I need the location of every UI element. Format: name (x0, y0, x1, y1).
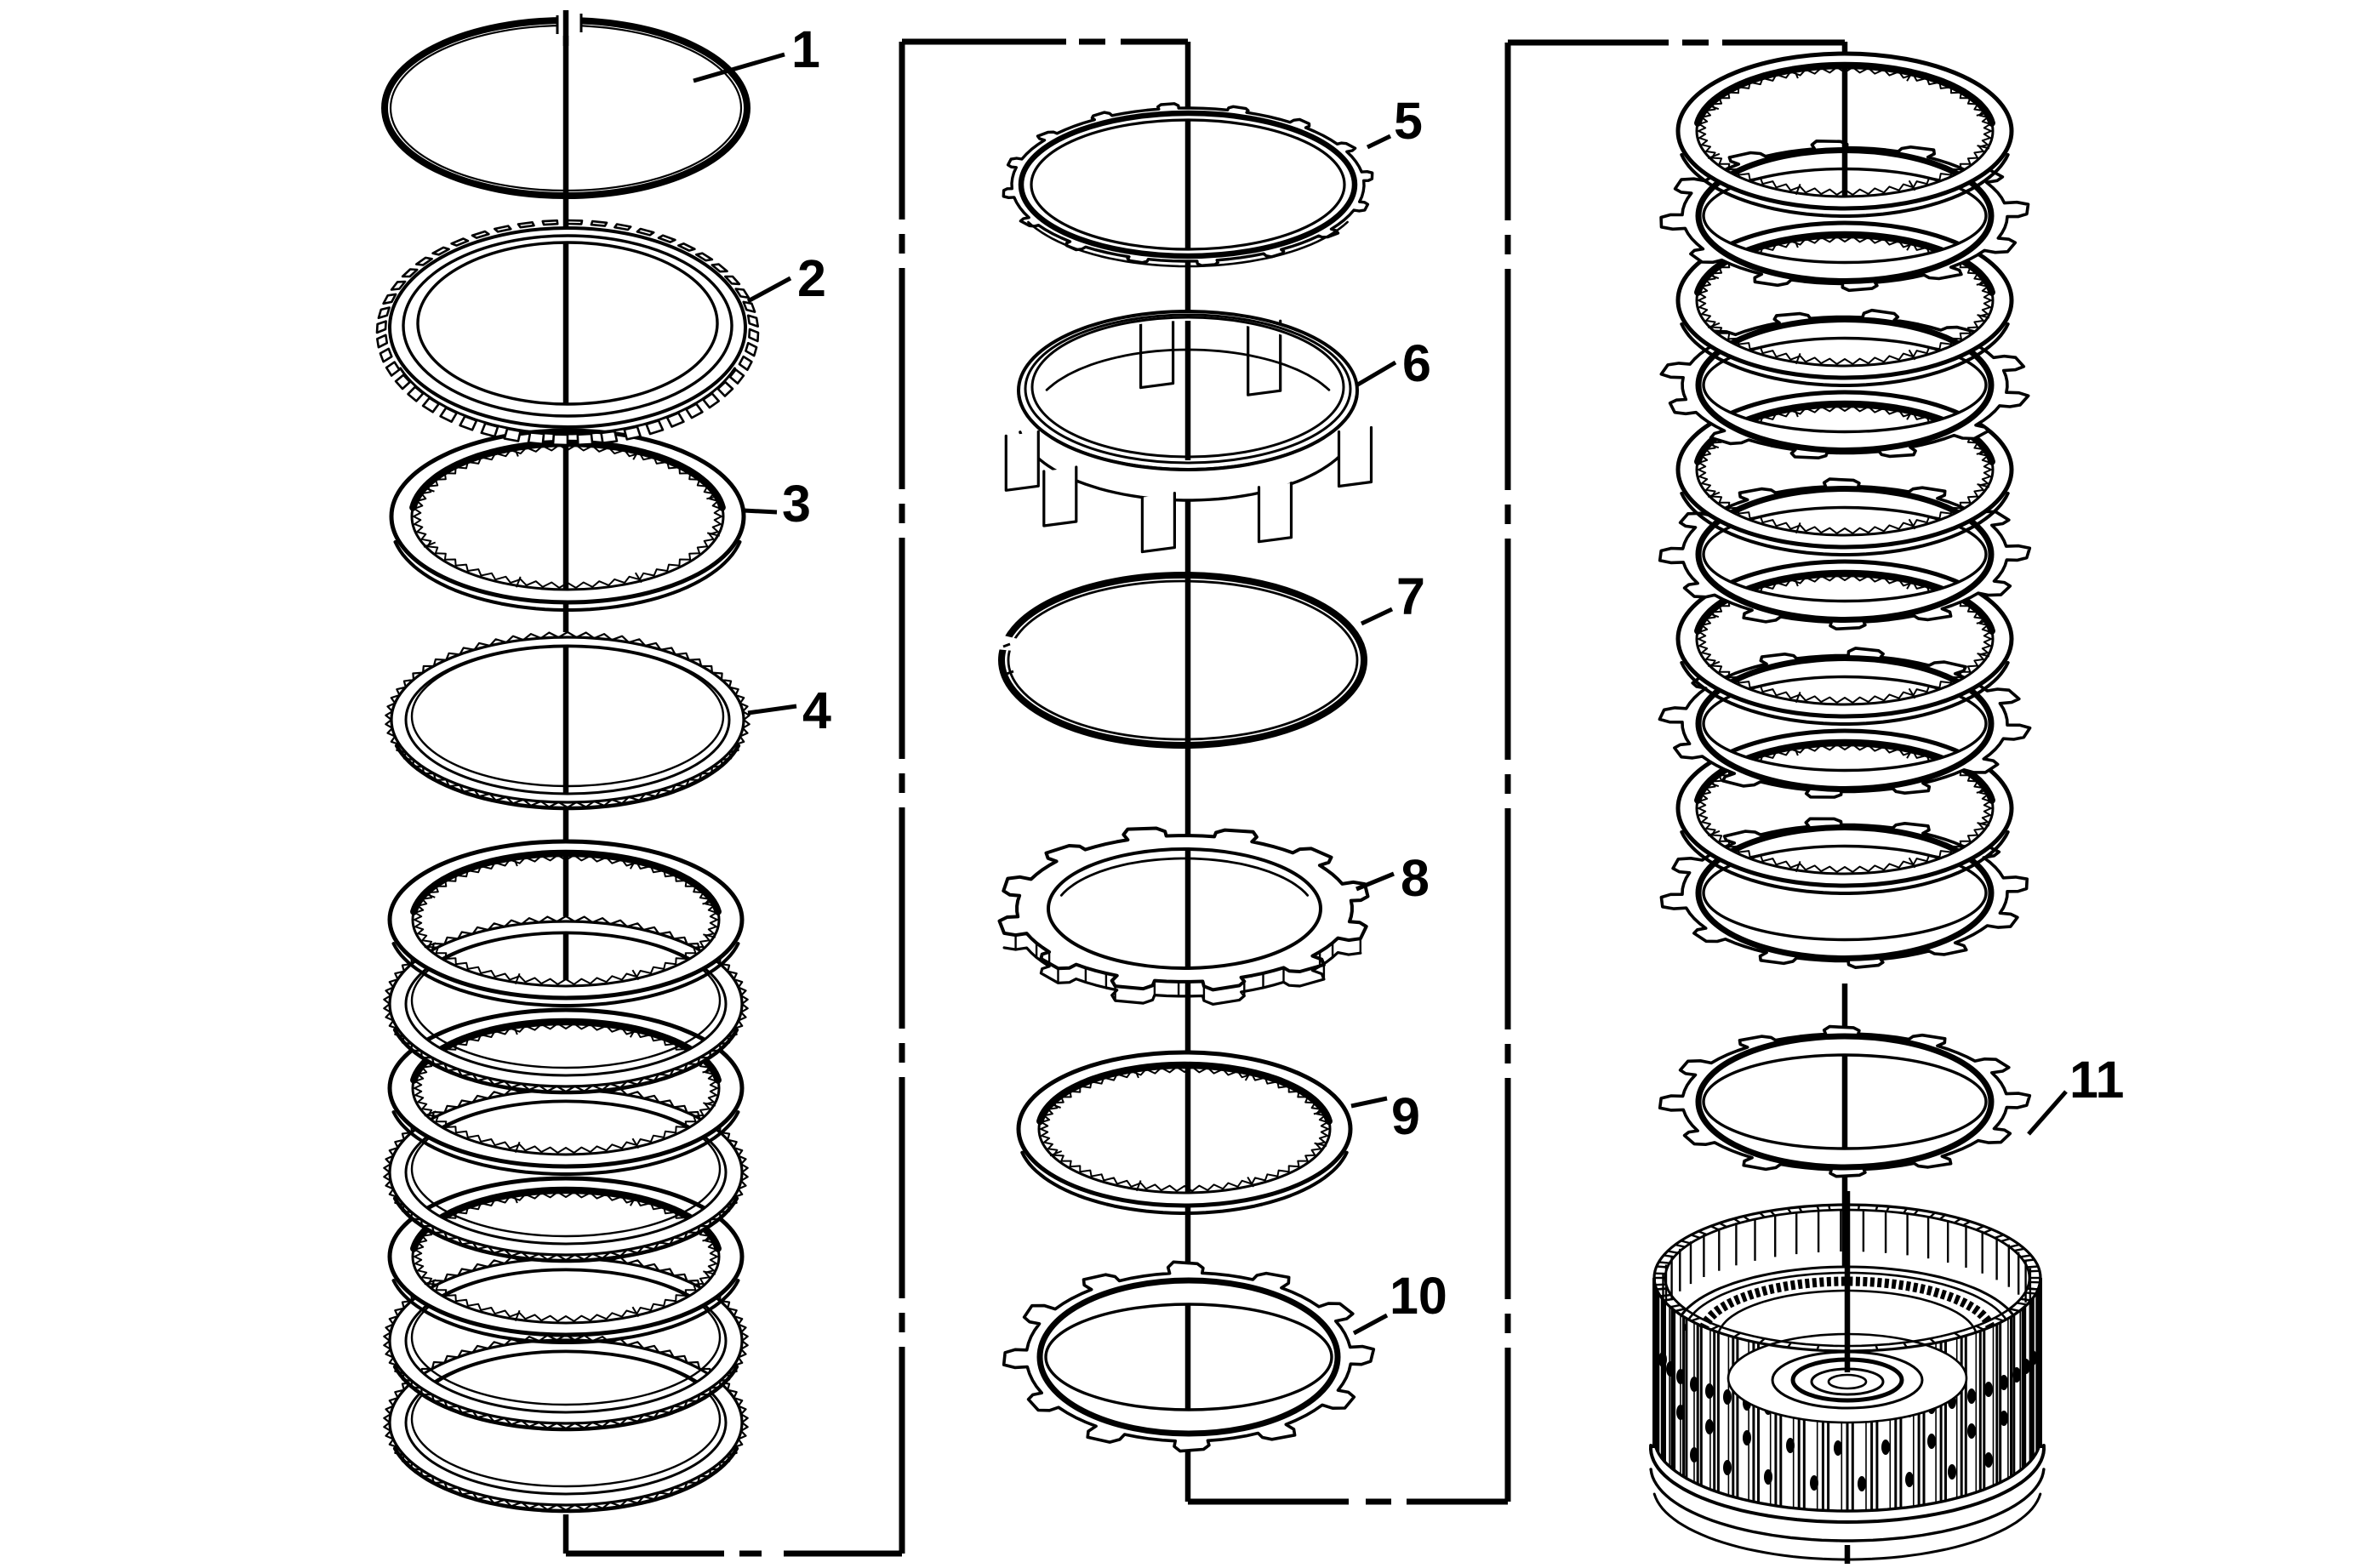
svg-text:8: 8 (1401, 849, 1430, 907)
svg-text:1: 1 (791, 20, 820, 78)
svg-text:4: 4 (802, 681, 831, 739)
svg-text:11: 11 (2069, 1051, 2125, 1109)
svg-text:5: 5 (1394, 92, 1423, 150)
svg-text:3: 3 (782, 475, 811, 533)
svg-text:2: 2 (797, 249, 826, 307)
svg-text:6: 6 (1402, 334, 1431, 392)
svg-text:9: 9 (1391, 1087, 1420, 1145)
svg-text:10: 10 (1390, 1267, 1447, 1325)
svg-text:7: 7 (1396, 567, 1425, 625)
